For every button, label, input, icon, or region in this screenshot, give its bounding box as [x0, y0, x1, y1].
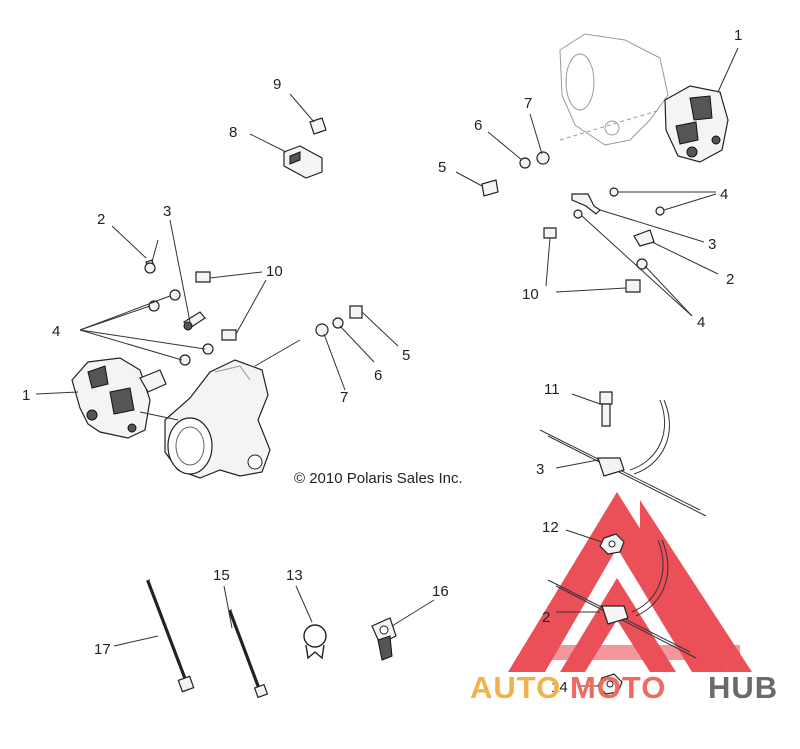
callout-6-right: 6 [474, 117, 482, 134]
leader-lines [35, 47, 739, 687]
callouts: 1 2 3 4 5 6 7 8 9 10 1 2 3 4 4 5 6 7 10 … [22, 27, 742, 696]
left-caliper [71, 357, 167, 439]
part-12-nut [599, 533, 625, 555]
callout-4-right-top: 4 [720, 186, 728, 203]
callout-8: 8 [229, 124, 237, 141]
watermark-auto: AUTO [470, 670, 561, 705]
right-caliper [664, 85, 729, 163]
part-17-cable-tie [146, 579, 195, 693]
callout-4-right-bottom: 4 [697, 314, 705, 331]
left-bolts [195, 271, 363, 341]
callout-2-bottom: 2 [542, 609, 550, 626]
right-small-parts [481, 151, 665, 293]
callout-3-right: 3 [708, 236, 716, 253]
callout-4-left: 4 [52, 323, 60, 340]
upper-brake-line [539, 399, 707, 517]
callout-5-right: 5 [438, 159, 446, 176]
callout-12: 12 [542, 519, 559, 536]
watermark-wordmark: AUTO MOTO HUB [470, 670, 778, 705]
callout-1-right: 1 [734, 27, 742, 44]
right-knuckle-ghost [559, 33, 669, 146]
callout-17: 17 [94, 641, 111, 658]
callout-3-left: 3 [163, 203, 171, 220]
left-washers [148, 289, 344, 366]
callout-7-right: 7 [524, 95, 532, 112]
callout-10-right: 10 [522, 286, 539, 303]
watermark-moto: MOTO [570, 670, 666, 705]
callout-9: 9 [273, 76, 281, 93]
callout-1-left: 1 [22, 387, 30, 404]
callout-2-left: 2 [97, 211, 105, 228]
part-15-cable-tie [228, 609, 269, 699]
callout-5-left: 5 [402, 347, 410, 364]
part-8-bracket [283, 145, 323, 179]
callout-10-left: 10 [266, 263, 283, 280]
watermark-hub: HUB [708, 670, 778, 705]
callout-6-left: 6 [374, 367, 382, 384]
lower-brake-line [547, 539, 697, 659]
left-knuckle-housing [164, 359, 271, 479]
callout-2-right: 2 [726, 271, 734, 288]
callout-11: 11 [544, 381, 560, 398]
copyright-text: © 2010 Polaris Sales Inc. [294, 470, 463, 487]
part-11-bolt [599, 391, 613, 427]
callout-13: 13 [286, 567, 303, 584]
part-13-clip [303, 624, 327, 660]
callout-15: 15 [213, 567, 230, 584]
callout-16: 16 [432, 583, 449, 600]
watermark-logo [508, 492, 752, 672]
callout-7-left: 7 [340, 389, 348, 406]
left-banjo-fitting [183, 311, 206, 331]
callout-14: 14 [551, 679, 568, 696]
callout-3-bottom: 3 [536, 461, 544, 478]
left-brake-line-fitting [144, 239, 159, 274]
part-16-grommet [371, 617, 397, 661]
part-14-nut [597, 673, 623, 695]
